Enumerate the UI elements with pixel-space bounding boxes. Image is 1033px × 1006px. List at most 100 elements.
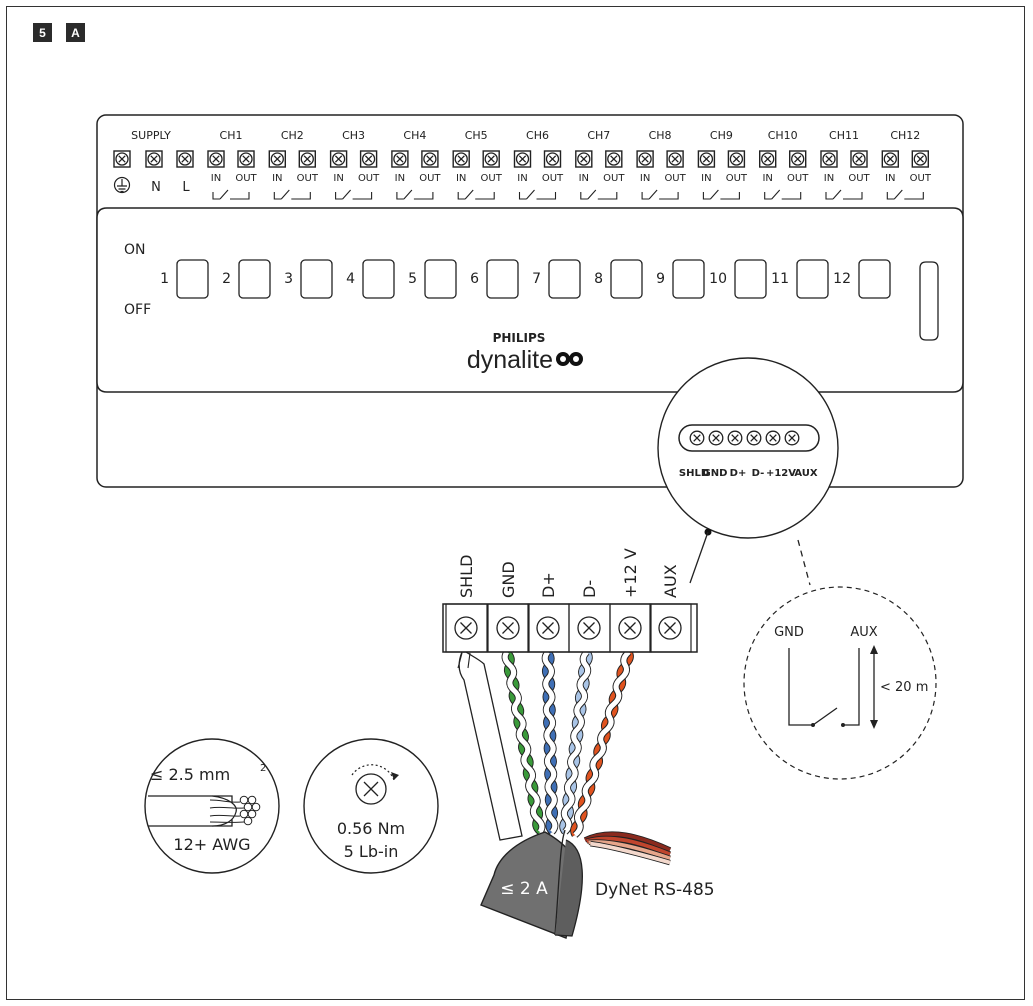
aux-switch-circuit [788, 648, 860, 727]
channel-in-screw-icon [513, 150, 532, 168]
channel-out-label: OUT [787, 173, 809, 184]
off-label: OFF [124, 302, 151, 318]
channel-switch[interactable] [610, 259, 643, 299]
channel-switch[interactable] [486, 259, 519, 299]
on-label: ON [124, 242, 146, 258]
connector-label: +12 V [621, 548, 640, 598]
channel-in-label: IN [762, 173, 772, 184]
switch-number: 6 [470, 271, 479, 287]
shield-wire [457, 651, 523, 841]
dynet-port-label: D+ [730, 468, 747, 479]
channel-switch[interactable] [548, 259, 581, 299]
channel-out-screw-icon [727, 150, 746, 168]
channel-label: CH7 [587, 129, 610, 142]
connector-label: D+ [539, 572, 558, 598]
distance-label: < 20 m [880, 680, 928, 695]
dynet-port-screw-icon [765, 430, 781, 446]
dynet-port-label: GND [703, 468, 728, 479]
dynet-connector [442, 603, 698, 653]
figure-letter-badge: A [66, 23, 85, 42]
channel-out-screw-icon [237, 150, 255, 168]
channel-in-label: IN [395, 173, 405, 184]
status-window [919, 261, 939, 341]
channel-label: CH5 [465, 129, 488, 142]
channel-label: CH4 [403, 129, 426, 142]
supply-earth-icon [113, 176, 131, 194]
channel-in-label: IN [272, 173, 282, 184]
channel-in-label: IN [333, 173, 343, 184]
channel-switch[interactable] [734, 259, 767, 299]
channel-label: CH12 [890, 129, 920, 142]
channel-in-label: IN [456, 173, 466, 184]
channel-label: CH9 [710, 129, 733, 142]
supply-terminal-screw-icon [176, 150, 194, 168]
channel-out-label: OUT [419, 173, 441, 184]
channel-switch[interactable] [362, 259, 395, 299]
supply-n-label: N [151, 180, 161, 195]
channel-in-screw-icon [268, 150, 286, 168]
gnd-wire-pair [501, 649, 546, 835]
connector-label: AUX [661, 564, 680, 598]
switch-number: 8 [594, 271, 603, 287]
channel-in-label: IN [517, 173, 527, 184]
channel-out-screw-icon [666, 150, 684, 168]
channel-switch[interactable] [238, 259, 271, 299]
loose-wire-ends [583, 831, 672, 866]
channel-switch[interactable] [300, 259, 333, 299]
dynet-port-screw-icon [727, 430, 743, 446]
channel-in-label: IN [579, 173, 589, 184]
channel-label: CH11 [829, 129, 859, 142]
channel-out-label: OUT [235, 173, 257, 184]
supply-label: SUPPLY [131, 129, 171, 142]
wire-gauge-sup: 2 [260, 763, 266, 774]
dynet-port-label: +12V [766, 468, 796, 479]
channel-out-label: OUT [664, 173, 686, 184]
channel-switch[interactable] [424, 259, 457, 299]
aux-detail-gnd-label: GND [774, 625, 804, 640]
relay-contact-icon [580, 189, 618, 200]
wire-gauge-label: ≤ 2.5 mm [150, 765, 230, 784]
channel-in-screw-icon [575, 150, 593, 168]
channel-label: CH6 [526, 129, 549, 142]
channel-switch[interactable] [796, 259, 829, 299]
relay-contact-icon [335, 189, 373, 200]
dynet-port-screw-icon [689, 430, 705, 446]
switch-number: 12 [833, 271, 851, 287]
channel-in-screw-icon [329, 150, 348, 168]
relay-contact-icon [457, 189, 495, 200]
leader-line [689, 531, 709, 584]
switch-number: 5 [408, 271, 417, 287]
dynet-port-screw-icon [784, 430, 800, 446]
channel-in-label: IN [701, 173, 711, 184]
channel-out-screw-icon [421, 150, 439, 168]
connector-label: D- [580, 580, 599, 598]
supply-terminal-screw-icon [113, 150, 131, 168]
detail-leader-line [797, 539, 811, 586]
channel-out-screw-icon [298, 150, 316, 168]
dynalite-logo-icon [556, 352, 583, 366]
channel-switch[interactable] [672, 259, 705, 299]
channel-switch[interactable] [858, 259, 891, 299]
switch-number: 11 [771, 271, 789, 287]
channel-out-label: OUT [542, 173, 564, 184]
channel-out-screw-icon [789, 150, 807, 168]
dynet-port-screw-icon [746, 430, 762, 446]
switch-number: 10 [709, 271, 727, 287]
channel-in-label: IN [211, 173, 221, 184]
dminus-wire-pair [559, 649, 593, 835]
channel-out-screw-icon [359, 150, 378, 168]
channel-in-screw-icon [881, 150, 899, 168]
aux-detail-aux-label: AUX [850, 625, 877, 640]
channel-out-label: OUT [297, 173, 319, 184]
switch-number: 1 [160, 271, 169, 287]
dplus-wire-pair [541, 649, 559, 835]
channel-out-label: OUT [481, 173, 503, 184]
v12-wire-pair [570, 649, 634, 838]
aux-detail-circle [743, 586, 937, 780]
channel-in-screw-icon [820, 150, 838, 168]
channel-in-label: IN [885, 173, 895, 184]
channel-switch[interactable] [176, 259, 209, 299]
figure-number-badge: 5 [33, 23, 52, 42]
